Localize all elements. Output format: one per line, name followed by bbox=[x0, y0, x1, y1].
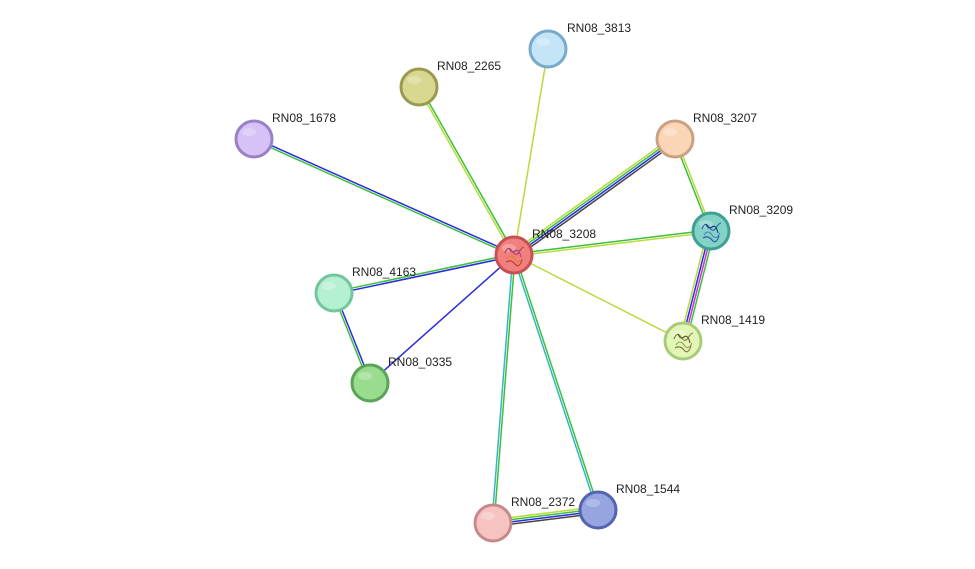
structure-stroke bbox=[702, 235, 720, 243]
edge-RN08_3208-RN08_2265[interactable] bbox=[417, 86, 516, 256]
structure-stroke bbox=[701, 222, 722, 231]
structure-stroke bbox=[504, 246, 525, 255]
edge-evidence-line bbox=[512, 255, 598, 511]
node-circle bbox=[655, 119, 695, 159]
node-label: RN08_2372 bbox=[511, 495, 575, 509]
node-circle bbox=[234, 119, 274, 159]
structure-stroke bbox=[675, 341, 693, 349]
node-label: RN08_1544 bbox=[616, 482, 680, 496]
node-label: RN08_3209 bbox=[729, 203, 793, 217]
node-rn08-0335[interactable]: RN08_0335 bbox=[350, 355, 452, 403]
structure-stroke bbox=[674, 345, 692, 353]
structure-stroke bbox=[506, 255, 524, 263]
node-highlight bbox=[663, 128, 677, 136]
edge-RN08_3208-RN08_4163[interactable] bbox=[333, 253, 515, 295]
edge-RN08_3208-RN08_1419[interactable] bbox=[513, 254, 684, 342]
edge-evidence-line bbox=[419, 86, 516, 255]
structure-stroke bbox=[673, 332, 694, 341]
node-circle bbox=[350, 363, 390, 403]
edge-evidence-line bbox=[514, 139, 677, 257]
node-label: RN08_1419 bbox=[701, 313, 765, 327]
edge-evidence-line bbox=[493, 255, 516, 524]
edge-RN08_3208-RN08_3209[interactable] bbox=[513, 229, 712, 257]
edge-evidence-line bbox=[334, 255, 515, 295]
node-label: RN08_2265 bbox=[437, 59, 501, 73]
node-rn08-3208[interactable]: RN08_3208 bbox=[494, 227, 596, 275]
edge-RN08_3208-RN08_1678[interactable] bbox=[253, 137, 515, 257]
node-highlight bbox=[358, 372, 372, 380]
node-circle bbox=[494, 235, 534, 275]
structure-stroke bbox=[705, 223, 719, 234]
edge-RN08_3208-RN08_2372[interactable] bbox=[491, 254, 516, 524]
node-rn08-2372[interactable]: RN08_2372 bbox=[473, 495, 575, 543]
node-highlight bbox=[481, 512, 495, 520]
edge-evidence-line bbox=[513, 48, 549, 256]
edge-evidence-line bbox=[512, 137, 675, 255]
edge-RN08_3208-RN08_3813[interactable] bbox=[513, 48, 549, 256]
node-highlight bbox=[322, 282, 336, 290]
node-rn08-1419[interactable]: RN08_1419 bbox=[663, 313, 765, 361]
node-rn08-3209[interactable]: RN08_3209 bbox=[691, 203, 793, 251]
node-label: RN08_1678 bbox=[272, 111, 336, 125]
node-label: RN08_4163 bbox=[352, 265, 416, 279]
node-circle bbox=[528, 29, 568, 69]
edge-evidence-line bbox=[333, 253, 514, 293]
edge-evidence-line bbox=[511, 135, 674, 253]
edge-evidence-line bbox=[491, 254, 514, 523]
edge-RN08_3208-RN08_3207[interactable] bbox=[511, 135, 678, 259]
node-rn08-4163[interactable]: RN08_4163 bbox=[314, 265, 416, 313]
edge-evidence-line bbox=[417, 87, 514, 256]
node-rn08-1678[interactable]: RN08_1678 bbox=[234, 111, 336, 159]
edge-evidence-line bbox=[514, 254, 600, 510]
node-rn08-3813[interactable]: RN08_3813 bbox=[528, 21, 631, 69]
edge-evidence-line bbox=[513, 229, 711, 255]
node-highlight bbox=[586, 499, 600, 507]
edge-evidence-line bbox=[369, 254, 515, 384]
node-rn08-2265[interactable]: RN08_2265 bbox=[399, 59, 501, 107]
edge-evidence-line bbox=[513, 254, 684, 342]
edge-RN08_3208-RN08_0335[interactable] bbox=[369, 254, 515, 384]
node-highlight bbox=[407, 76, 421, 84]
structure-stroke bbox=[505, 259, 523, 267]
node-label: RN08_0335 bbox=[388, 355, 452, 369]
node-circle bbox=[314, 273, 354, 313]
node-label: RN08_3813 bbox=[567, 21, 631, 35]
structure-stroke bbox=[508, 247, 522, 258]
node-label: RN08_3208 bbox=[532, 227, 596, 241]
edge-evidence-line bbox=[253, 139, 514, 257]
structure-stroke bbox=[677, 333, 691, 344]
node-highlight bbox=[536, 38, 550, 46]
node-rn08-1544[interactable]: RN08_1544 bbox=[578, 482, 680, 530]
node-highlight bbox=[242, 128, 256, 136]
node-circle bbox=[578, 490, 618, 530]
edge-evidence-line bbox=[515, 141, 678, 259]
edge-evidence-line bbox=[514, 231, 712, 257]
node-circle bbox=[473, 503, 513, 543]
edge-evidence-line bbox=[254, 137, 515, 255]
node-rn08-3207[interactable]: RN08_3207 bbox=[655, 111, 757, 159]
structure-stroke bbox=[703, 231, 721, 239]
node-circle bbox=[691, 211, 731, 251]
node-label: RN08_3207 bbox=[693, 111, 757, 125]
node-circle bbox=[399, 67, 439, 107]
edge-RN08_3208-RN08_1544[interactable] bbox=[512, 254, 600, 511]
node-circle bbox=[663, 321, 703, 361]
